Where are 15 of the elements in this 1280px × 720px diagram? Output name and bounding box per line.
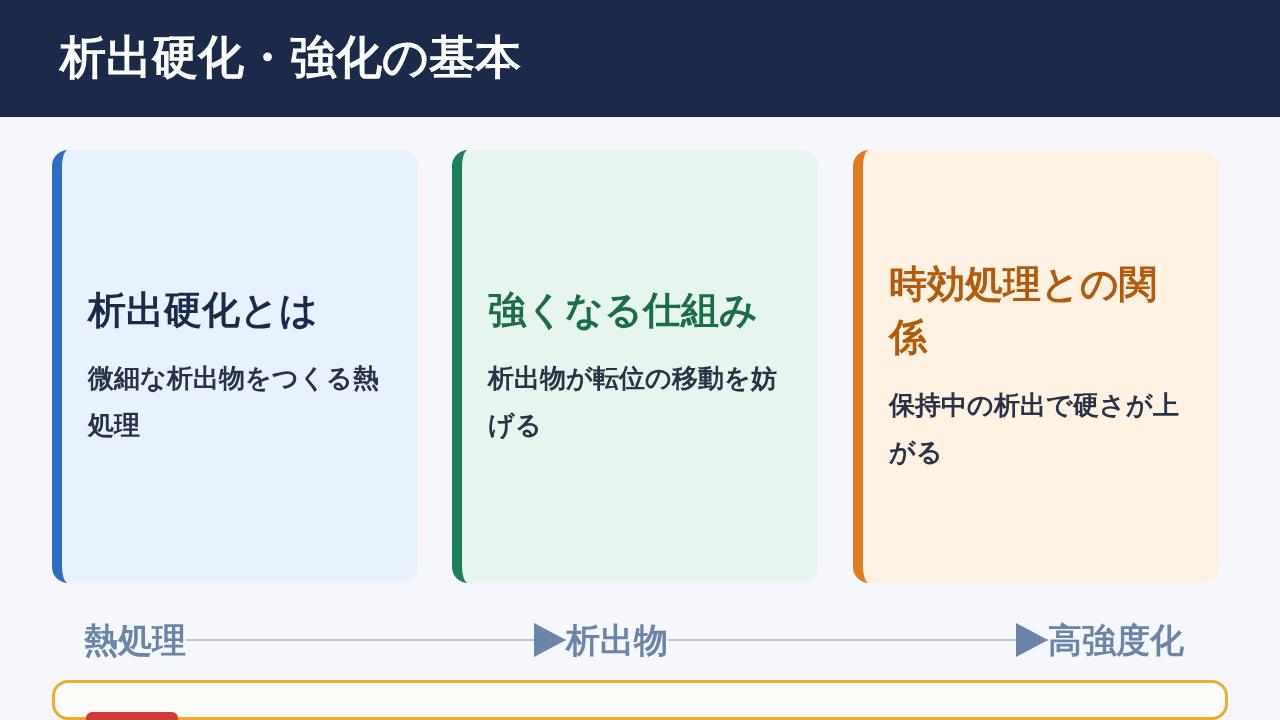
- flow-step-label: 熱処理: [84, 618, 186, 663]
- flow-step-label: 析出物: [566, 618, 668, 663]
- title: 析出硬化・強化の基本: [60, 30, 521, 86]
- info-card: [52, 150, 418, 583]
- card-text: 保持中の析出で硬さが上がる: [889, 388, 1180, 469]
- card-text: 微細な析出物をつくる熱処理: [88, 362, 380, 443]
- card-heading: 強くなる仕組み: [488, 287, 759, 335]
- info-card: [452, 150, 818, 583]
- flow-step-label: 高強度化: [1048, 618, 1184, 663]
- arrow: [667, 623, 1049, 658]
- card-heading: 時効処理との関係: [889, 260, 1158, 361]
- info-card: [853, 150, 1219, 583]
- card-text: 析出物が転位の移動を妨げる: [488, 362, 778, 443]
- card-heading: 析出硬化とは: [88, 287, 319, 335]
- arrow: [185, 623, 567, 658]
